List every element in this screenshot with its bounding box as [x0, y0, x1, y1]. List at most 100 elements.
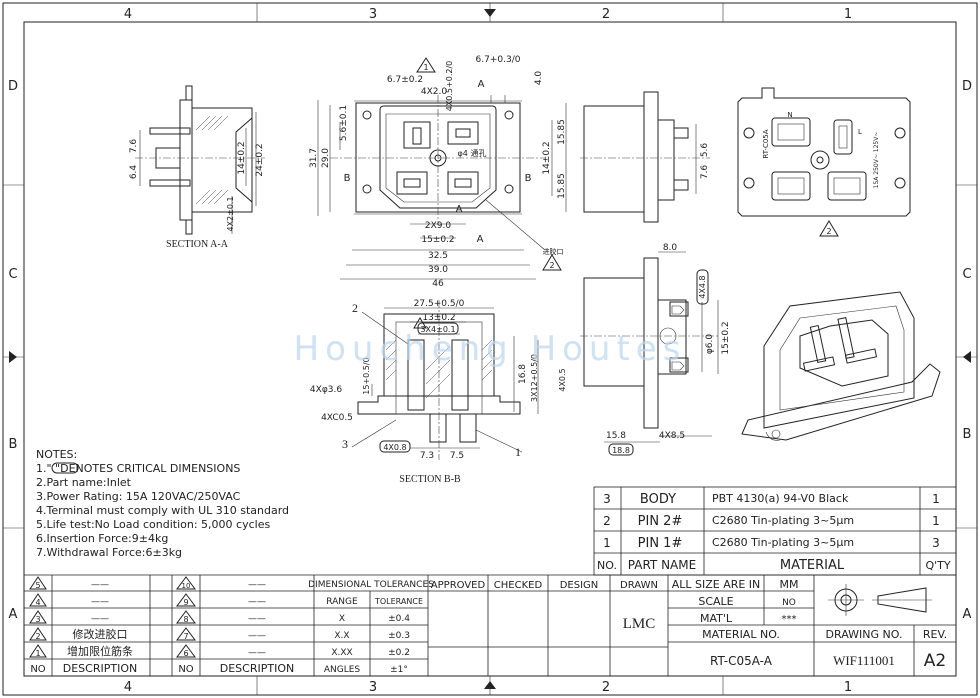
dim-bb-4x0-5: 4X0.5 [558, 368, 567, 391]
rev-left-2-no: 2 [35, 632, 40, 641]
bom-row-1-part: PIN 1# [638, 536, 683, 551]
note-2: 2.Part name:Inlet [36, 476, 132, 489]
dim-aa-4x2: 4X2±0.1 [226, 196, 235, 231]
bom-row-2-part: PIN 2# [638, 514, 683, 529]
dim-bb-15: 15+0.5/0 [362, 357, 371, 394]
dim-bb-4xc0-5: 4XC0.5 [321, 413, 353, 423]
zone-bottom-1: 1 [844, 680, 852, 695]
label-pin-l: L [858, 128, 862, 136]
dim-pin-4x4-8: 4X4.8 [698, 275, 707, 298]
bom-row-2-qty: 1 [932, 514, 940, 528]
bom-header-part: PART NAME [628, 558, 696, 572]
critical-marker-1 [416, 57, 436, 73]
rev-right-header-no: NO [178, 664, 193, 675]
dim-pin-15-8: 15.8 [606, 431, 626, 441]
dim-aa-7-6: 7.6 [129, 139, 139, 154]
rev-right-6-desc: —— [248, 648, 266, 658]
dim-aa-24: 24±0.2 [255, 143, 265, 176]
dim-bb-3x12: 3X12+0.5/0 [530, 354, 539, 402]
label-center-hole: φ4 通孔 [458, 148, 487, 158]
note-7: 7.Withdrawal Force:6±3kg [36, 546, 182, 559]
rev-left-4-desc: —— [91, 597, 109, 607]
dim-pin-dia-6: φ6.0 [705, 334, 715, 355]
title-block-grid [24, 574, 956, 676]
zone-top-1: 1 [844, 7, 852, 22]
note-6: 6.Insertion Force:9±4kg [36, 532, 168, 545]
bom-row-3-no: 3 [603, 492, 611, 506]
balloon-2: 2 [352, 301, 358, 315]
section-a-marker-bottom: A [477, 234, 484, 245]
label-rating: 15A 250V~ 125V~ [873, 132, 880, 189]
rev-right-8-desc: —— [248, 614, 266, 624]
dim-front-6-7: 6.7±0.2 [387, 75, 423, 85]
zone-left-A: A [9, 607, 18, 622]
zone-top-2: 2 [602, 7, 610, 22]
zone-right-A: A [963, 607, 972, 622]
dim-front-29-0: 29.0 [321, 148, 331, 168]
rev-left-3-desc: —— [91, 614, 109, 624]
rev-right-9-desc: —— [248, 597, 266, 607]
tb-unit: MM [780, 578, 799, 591]
rev-left-5-desc: —— [91, 580, 109, 590]
dim-front-14: 14±0.2 [542, 141, 552, 174]
tolerance-value-angles: ±1° [390, 665, 408, 675]
tb-matl-label: MAT'L [700, 612, 733, 625]
zone-ticks [3, 3, 977, 695]
zone-right-D: D [962, 79, 972, 94]
zone-bottom-2: 2 [602, 680, 610, 695]
dim-front-15: 15±0.2 [421, 235, 454, 245]
bom-row-1-qty: 3 [932, 536, 940, 550]
rev-right-7-desc: —— [248, 631, 266, 641]
dim-front-39: 39.0 [428, 265, 448, 275]
pin-side-view [580, 251, 720, 443]
section-aa-title: SECTION A-A [166, 239, 229, 250]
label-brand: RT-C05A [762, 129, 770, 158]
rev-left-4-no: 4 [35, 598, 40, 607]
dim-front-32-5: 32.5 [428, 251, 448, 261]
critical-marker-2-bottom [819, 220, 839, 237]
tb-scale: NO [782, 598, 796, 608]
rev-right-10-no: 10 [182, 582, 191, 590]
bom-row-3-qty: 1 [932, 492, 940, 506]
tb-matl: *** [782, 614, 797, 625]
tolerances-header-range: RANGE [326, 597, 358, 607]
balloon-3: 3 [342, 437, 348, 451]
dim-bb-27-5: 27.5+0.5/0 [414, 299, 465, 309]
dim-bb-7-5: 7.5 [450, 451, 464, 461]
tb-all-size-label: ALL SIZE ARE IN [672, 578, 761, 591]
tb-scale-label: SCALE [698, 595, 733, 608]
rev-left-header-no: NO [30, 664, 45, 675]
approvals-drawn: DRAWN [620, 580, 658, 591]
revision-triangles-right [176, 576, 196, 658]
dim-front-4x2: 4X2.0 [421, 87, 447, 97]
tb-material-no: RT-C05A-A [710, 654, 773, 668]
bom-row-1-material: C2680 Tin-plating 3~5μm [712, 536, 854, 549]
rev-right-9-no: 9 [183, 598, 188, 607]
rev-right-6-no: 6 [183, 649, 188, 658]
rev-left-1-desc: 增加限位筋条 [67, 644, 133, 658]
rev-left-5-no: 5 [35, 581, 40, 590]
dim-aa-14: 14±0.2 [237, 141, 247, 174]
zone-bottom-4: 4 [124, 680, 132, 695]
zone-left-B: B [9, 437, 18, 452]
tb-rev: A2 [924, 651, 946, 671]
bom-header-no: NO. [597, 559, 617, 572]
dim-side-5-6: 5.6 [700, 143, 710, 158]
bom-header-qty: Q'TY [925, 559, 950, 572]
label-pin-n: N [787, 111, 792, 119]
rev-right-8-no: 8 [183, 615, 188, 624]
zone-right-B: B [963, 427, 972, 442]
tb-rev-label: REV. [923, 628, 947, 641]
dim-side-7-6: 7.6 [700, 165, 710, 180]
rev-left-header-desc: DESCRIPTION [63, 662, 137, 675]
tb-drawing-no: WIF111001 [833, 653, 895, 668]
bom-row-2-no: 2 [603, 514, 611, 528]
label-gate: 进胶口 [543, 247, 564, 256]
tolerances-header-tolerance: TOLERANCE [374, 597, 423, 606]
front-view [317, 95, 567, 280]
section-aa-view [135, 85, 265, 235]
tolerance-value-x: ±0.4 [388, 614, 410, 624]
dim-front-15-85-bot: 15.85 [557, 173, 567, 199]
section-bb-view [351, 300, 539, 460]
